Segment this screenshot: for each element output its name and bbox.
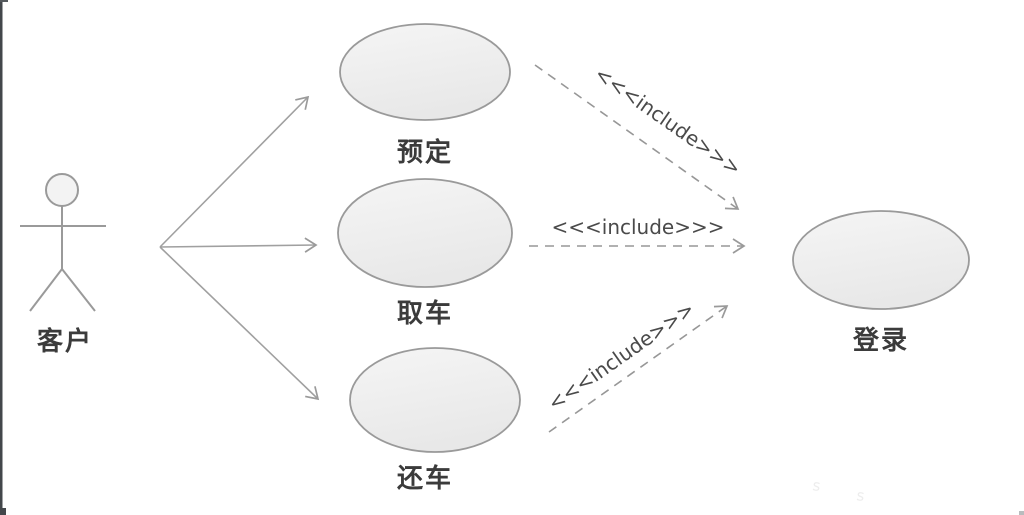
bottom-left-edge-speck bbox=[0, 508, 6, 515]
use-case-pickup-ellipse bbox=[337, 178, 513, 288]
use-case-pickup-label: 取车 bbox=[397, 298, 453, 329]
actor-label: 客户 bbox=[37, 326, 93, 357]
include-label-return-login: <<<include>>> bbox=[543, 297, 698, 416]
use-case-return-ellipse bbox=[349, 347, 521, 453]
include-edge-return-login bbox=[548, 305, 729, 433]
use-case-pickup: 取车 bbox=[337, 178, 513, 329]
use-case-reserve-ellipse bbox=[339, 23, 511, 121]
watermark-mark-2: s bbox=[855, 486, 865, 505]
use-case-login-ellipse bbox=[792, 210, 970, 310]
watermark-mark-1: s bbox=[811, 476, 821, 495]
actor-customer bbox=[20, 173, 106, 312]
use-case-login-label: 登录 bbox=[852, 325, 909, 356]
actor-left-leg bbox=[29, 268, 63, 312]
use-case-reserve-label: 预定 bbox=[397, 137, 453, 168]
left-edge-border bbox=[0, 0, 3, 513]
association-customer-return bbox=[159, 246, 320, 401]
actor-right-leg bbox=[61, 268, 96, 312]
association-customer-pickup bbox=[159, 237, 318, 253]
use-case-reserve: 预定 bbox=[339, 23, 511, 168]
actor-head bbox=[45, 173, 79, 207]
bottom-right-edge-speck bbox=[1019, 511, 1024, 515]
top-left-edge-speck bbox=[0, 0, 8, 2]
use-case-return: 还车 bbox=[349, 347, 521, 494]
use-case-login: 登录 bbox=[792, 210, 970, 356]
association-customer-reserve bbox=[159, 95, 310, 248]
use-case-return-label: 还车 bbox=[397, 463, 453, 494]
include-label-pickup-login: <<<include>>> bbox=[551, 215, 724, 239]
